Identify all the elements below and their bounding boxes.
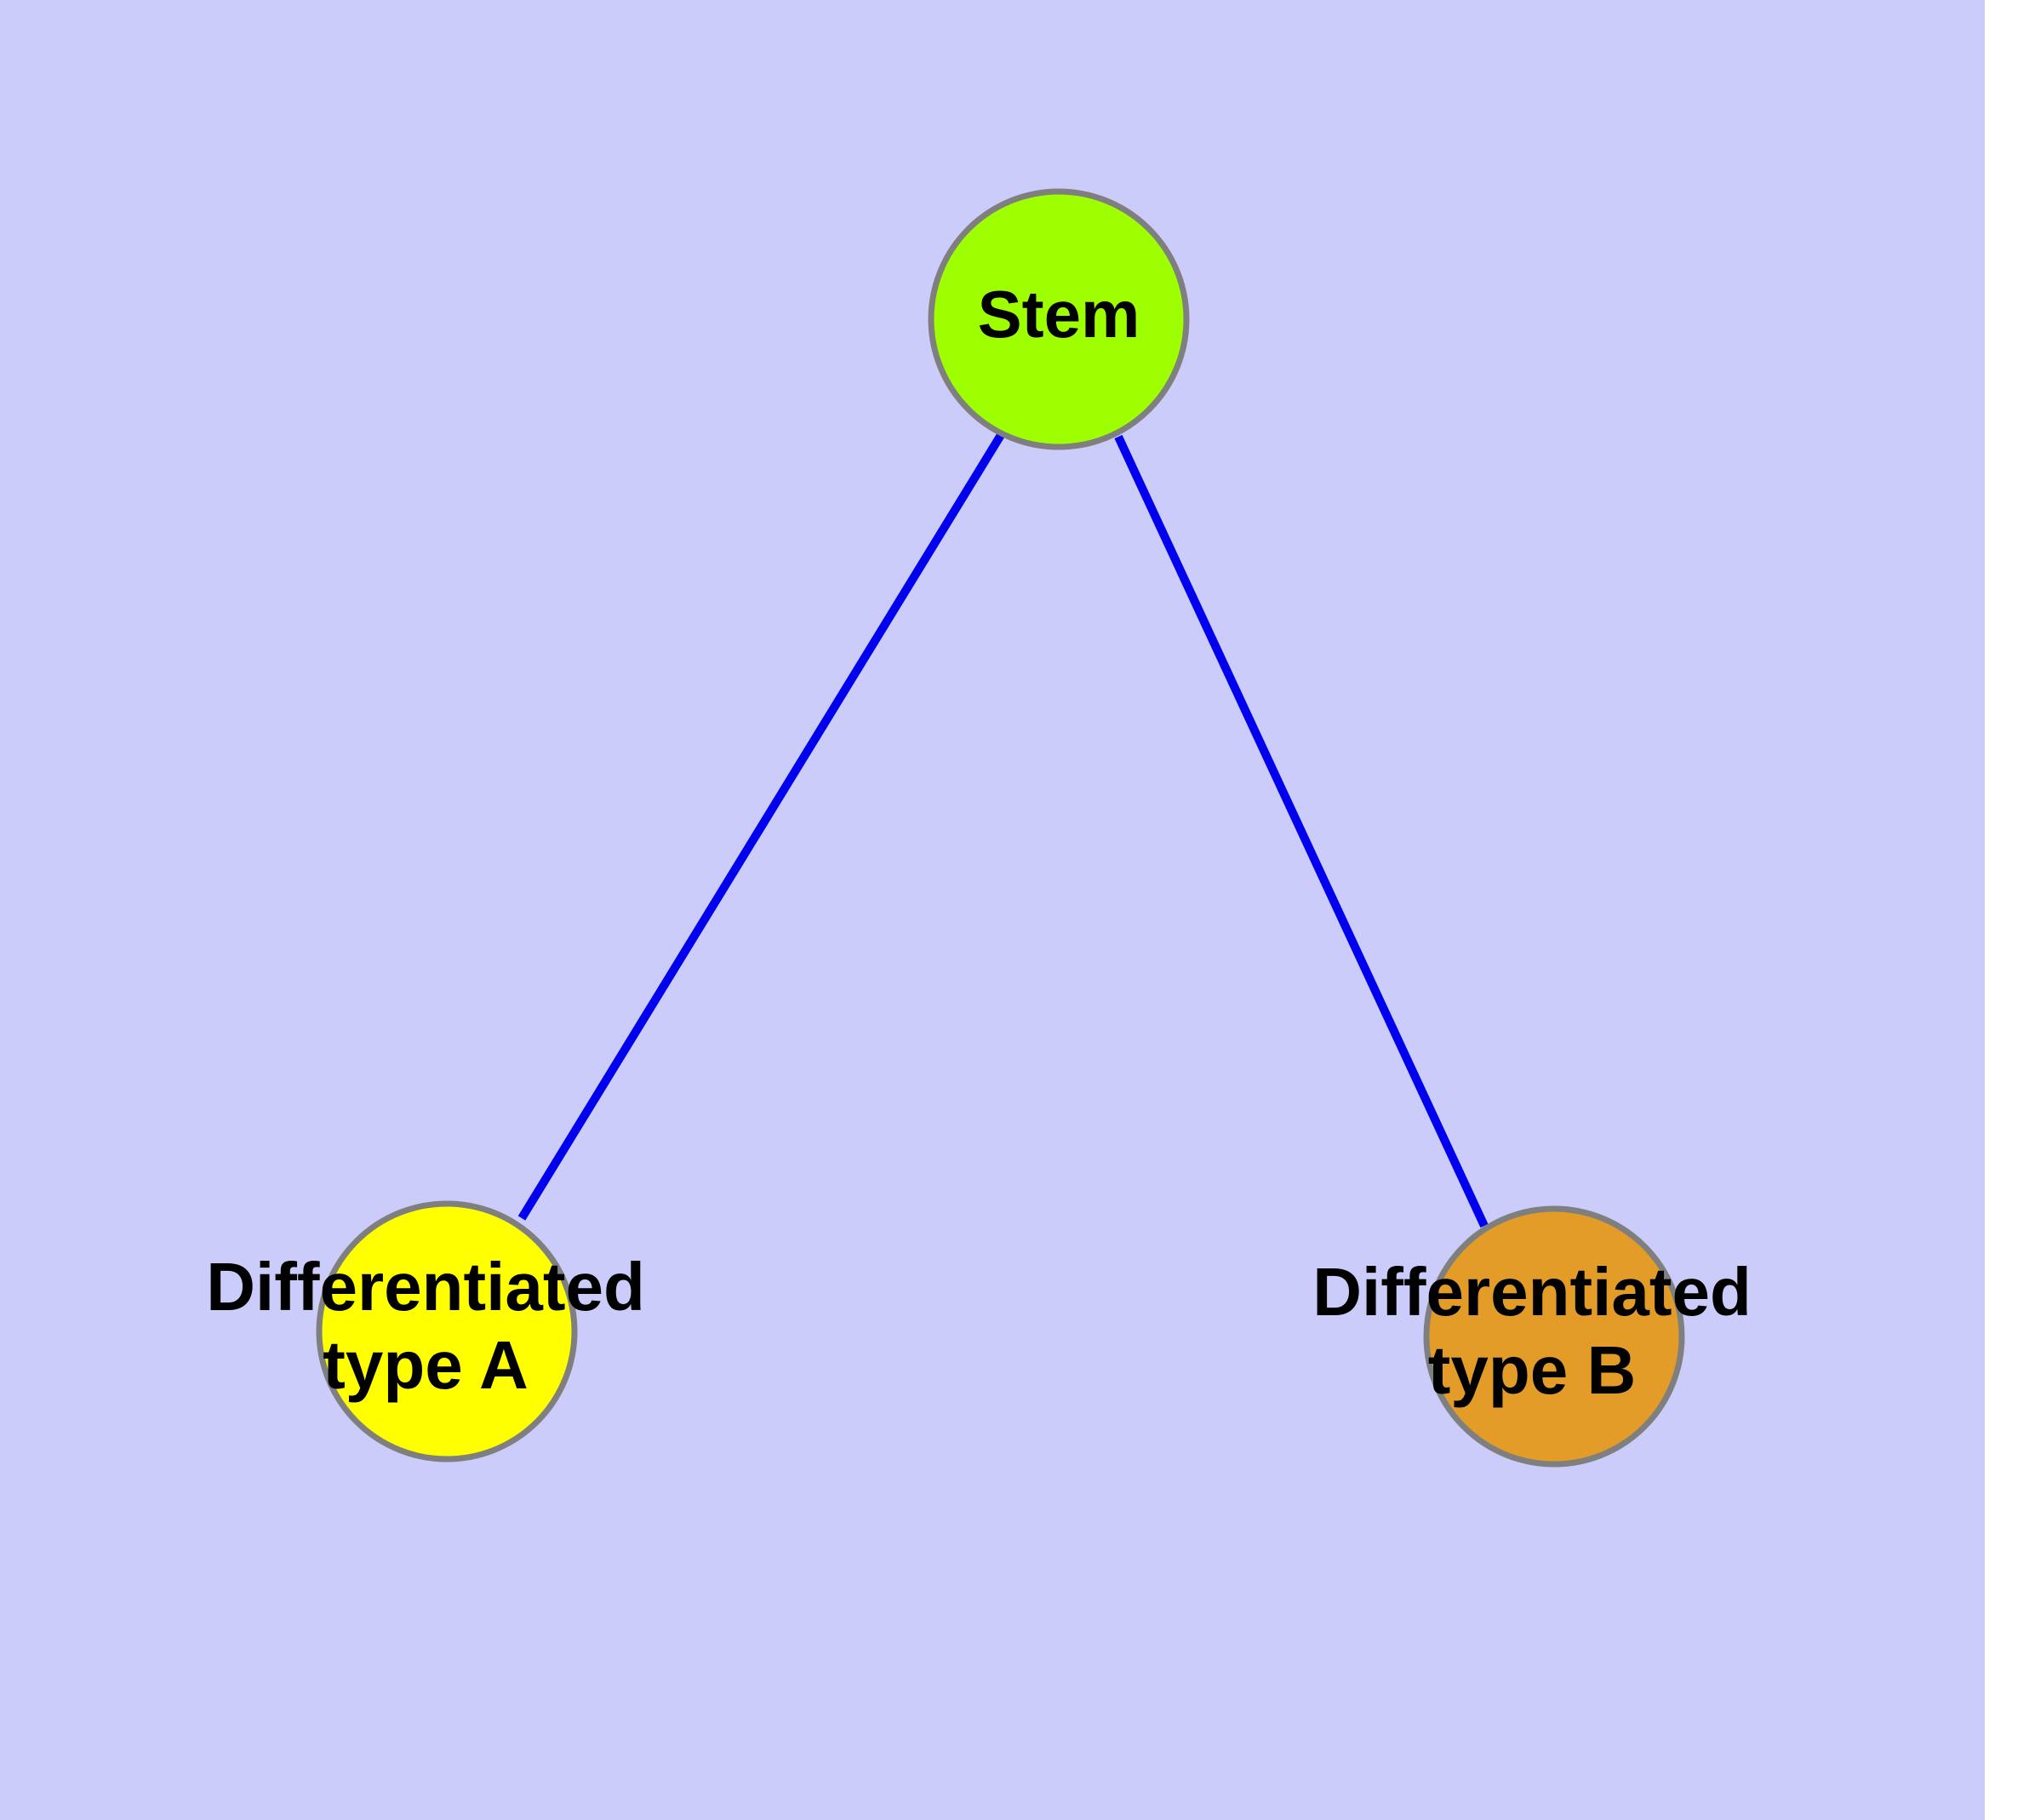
graph-edge-stem-to-diff-b[interactable] [1114, 434, 1489, 1228]
node-label-stem: Stem [978, 277, 1140, 352]
node-label-line: Differentiated [206, 1249, 645, 1325]
graph-edge-stem-to-diff-a[interactable] [517, 432, 1005, 1221]
edge-layer [517, 432, 1489, 1228]
node-circle-diff-b[interactable] [1423, 1205, 1685, 1468]
graph-node-stem[interactable]: Stem [928, 188, 1190, 450]
node-label-line: Stem [978, 277, 1140, 352]
node-label-line: type B [1428, 1332, 1637, 1408]
node-circle-stem[interactable] [928, 188, 1190, 450]
node-label-line: type A [323, 1327, 529, 1403]
node-label-line: Differentiated [1312, 1254, 1752, 1330]
node-circle-diff-a[interactable] [316, 1200, 578, 1462]
